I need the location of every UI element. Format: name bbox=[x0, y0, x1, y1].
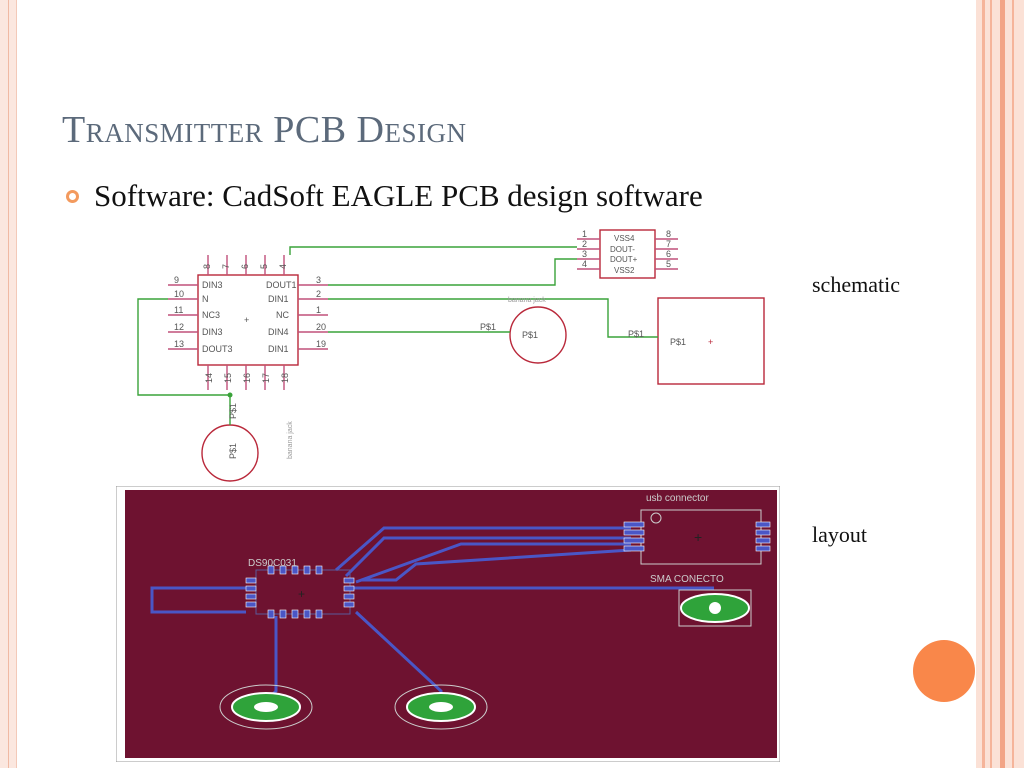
left-frame-line bbox=[8, 0, 9, 768]
svg-text:+: + bbox=[298, 587, 305, 601]
pin-name: DOUT3 bbox=[202, 344, 233, 354]
pin-label: 3 bbox=[316, 275, 321, 285]
pin-label: 17 bbox=[261, 373, 271, 383]
slide-title: Transmitter PCB Design bbox=[62, 109, 467, 151]
pin-label: 4 bbox=[582, 259, 587, 269]
pin-label: 3 bbox=[582, 249, 587, 259]
pin-name: DIN4 bbox=[268, 327, 289, 337]
pin-label: 10 bbox=[174, 289, 184, 299]
pin-label: 1 bbox=[582, 229, 587, 239]
connector-body bbox=[599, 229, 656, 279]
pin-name: DIN1 bbox=[268, 294, 289, 304]
banana-jack-label: banana jack bbox=[287, 421, 294, 459]
usb-connector-footprint bbox=[640, 509, 762, 565]
layout-label: layout bbox=[812, 522, 867, 547]
right-frame-border bbox=[976, 0, 1024, 768]
pin-name: DIN3 bbox=[202, 280, 223, 290]
pin-label: 7 bbox=[666, 239, 671, 249]
pin-name: DIN1 bbox=[268, 344, 289, 354]
schematic-label: schematic bbox=[812, 272, 900, 297]
pin-name: NC3 bbox=[202, 310, 220, 320]
sma-connector-label: SMA CONECTO bbox=[650, 574, 724, 585]
part-label: P$1 bbox=[522, 330, 538, 340]
pin-label: 8 bbox=[666, 229, 671, 239]
chip-footprint bbox=[255, 569, 351, 615]
pin-label: 16 bbox=[242, 373, 252, 383]
banana-jack-label: banana jack bbox=[508, 297, 546, 304]
pin-label: 2 bbox=[582, 239, 587, 249]
pin-label: 19 bbox=[316, 339, 326, 349]
pin-label: 2 bbox=[316, 289, 321, 299]
pin-label: 12 bbox=[174, 322, 184, 332]
pin-name: N bbox=[202, 294, 209, 304]
bullet-icon bbox=[66, 190, 79, 203]
pin-name: NC bbox=[276, 310, 289, 320]
pin-label: 18 bbox=[280, 373, 290, 383]
part-label: P$1 bbox=[670, 337, 686, 347]
pin-name: DOUT- bbox=[610, 245, 635, 254]
pin-name: DOUT1 bbox=[266, 280, 297, 290]
pin-label: 11 bbox=[174, 305, 183, 315]
pin-label: 1 bbox=[316, 305, 321, 315]
usb-part-box bbox=[657, 297, 765, 385]
pin-label: 13 bbox=[174, 339, 184, 349]
pin-name: VSS4 bbox=[614, 234, 635, 243]
pin-label: 9 bbox=[174, 275, 179, 285]
pin-label: 5 bbox=[259, 264, 269, 269]
pin-name: DIN3 bbox=[202, 327, 223, 337]
pin-name: DOUT+ bbox=[610, 255, 638, 264]
usb-connector-label: usb connector bbox=[646, 493, 709, 504]
pin-name: VSS2 bbox=[614, 266, 635, 275]
pcb-layout-diagram: + DS90C031 + usb connector SMA CONECTO bbox=[116, 486, 780, 762]
part-label: P$1 bbox=[228, 443, 238, 459]
pin-label: 7 bbox=[221, 264, 231, 269]
svg-text:+: + bbox=[694, 529, 702, 545]
pin-label: 14 bbox=[204, 373, 214, 383]
schematic-diagram: 9 10 11 12 13 3 2 1 20 19 8 7 6 5 4 14 1… bbox=[137, 229, 765, 482]
chip-center-mark: + bbox=[244, 315, 249, 325]
part-label: P$1 bbox=[628, 329, 644, 339]
pin-label: 6 bbox=[240, 264, 250, 269]
part-label: P$1 bbox=[480, 322, 496, 332]
box-center-mark: + bbox=[708, 337, 713, 347]
pin-label: 15 bbox=[223, 373, 233, 383]
chip-body bbox=[197, 274, 299, 366]
pin-label: 4 bbox=[278, 264, 288, 269]
pin-label: 5 bbox=[666, 259, 671, 269]
pin-label: 20 bbox=[316, 322, 326, 332]
part-label: P$1 bbox=[228, 403, 238, 419]
bullet-text: Software: CadSoft EAGLE PCB design softw… bbox=[94, 178, 703, 213]
decorative-dot bbox=[913, 640, 975, 702]
pin-label: 8 bbox=[202, 264, 212, 269]
pin-label: 6 bbox=[666, 249, 671, 259]
chip-label: DS90C031 bbox=[248, 558, 297, 569]
banana-jack-1 bbox=[509, 306, 567, 364]
